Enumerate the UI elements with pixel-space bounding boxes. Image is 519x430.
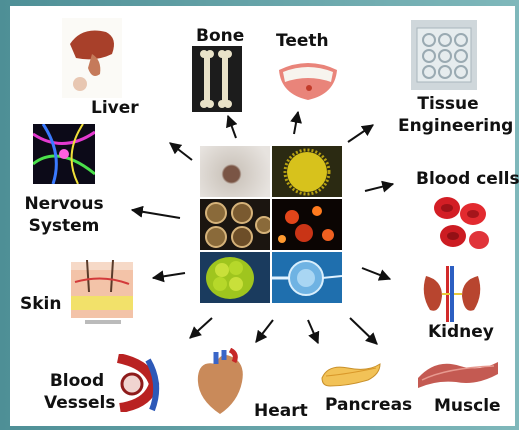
- label-tissue-1: Tissue: [398, 95, 498, 114]
- arrow-pancreas: [308, 320, 318, 343]
- nervous-system-image: [33, 124, 95, 184]
- pancreas-image: [318, 356, 384, 392]
- arrow-blood-cells: [365, 184, 393, 191]
- heart-image: [190, 348, 250, 420]
- label-tissue-2: Engineering: [398, 117, 498, 136]
- blood-vessels-image: [108, 354, 164, 412]
- tile-yellow-pollen-cell: [272, 146, 342, 197]
- label-blood-vessels-2: Vessels: [44, 394, 110, 413]
- label-bone: Bone: [196, 27, 244, 46]
- tile-green-cell-cluster: [200, 252, 270, 303]
- tile-wound-healing: [200, 146, 270, 197]
- arrow-tissue: [348, 125, 373, 142]
- label-blood-vessels-1: Blood: [44, 372, 110, 391]
- liver-image: [62, 18, 122, 98]
- label-heart: Heart: [254, 402, 308, 421]
- label-pancreas: Pancreas: [325, 396, 412, 415]
- arrow-nervous: [132, 210, 180, 218]
- label-muscle: Muscle: [434, 397, 501, 416]
- arrow-teeth: [294, 112, 298, 134]
- arrow-kidney: [362, 268, 390, 279]
- label-skin: Skin: [20, 295, 61, 314]
- arrow-heart: [256, 320, 273, 342]
- teeth-image: [275, 58, 341, 104]
- tile-red-fluorescent-cells: [272, 199, 342, 250]
- label-liver: Liver: [91, 99, 139, 118]
- tissue-scaffold-image: [411, 20, 477, 90]
- tile-microinjection: [272, 252, 342, 303]
- blood-cells-image: [431, 192, 491, 252]
- tile-embryo-cells: [200, 199, 270, 250]
- label-teeth: Teeth: [276, 32, 329, 51]
- arrow-liver: [170, 143, 192, 160]
- arrow-muscle: [350, 318, 377, 344]
- bone-image: [192, 46, 242, 112]
- arrow-blood-vessels: [190, 318, 212, 338]
- center-collage: [200, 146, 342, 304]
- label-nervous-1: Nervous: [18, 195, 110, 214]
- skin-image: [63, 252, 143, 332]
- muscle-image: [416, 352, 500, 392]
- label-kidney: Kidney: [428, 323, 494, 342]
- kidney-image: [420, 266, 484, 322]
- label-blood-cells: Blood cells: [416, 170, 519, 189]
- label-nervous-2: System: [18, 217, 110, 236]
- arrow-skin: [153, 273, 185, 278]
- arrow-bone: [228, 116, 236, 138]
